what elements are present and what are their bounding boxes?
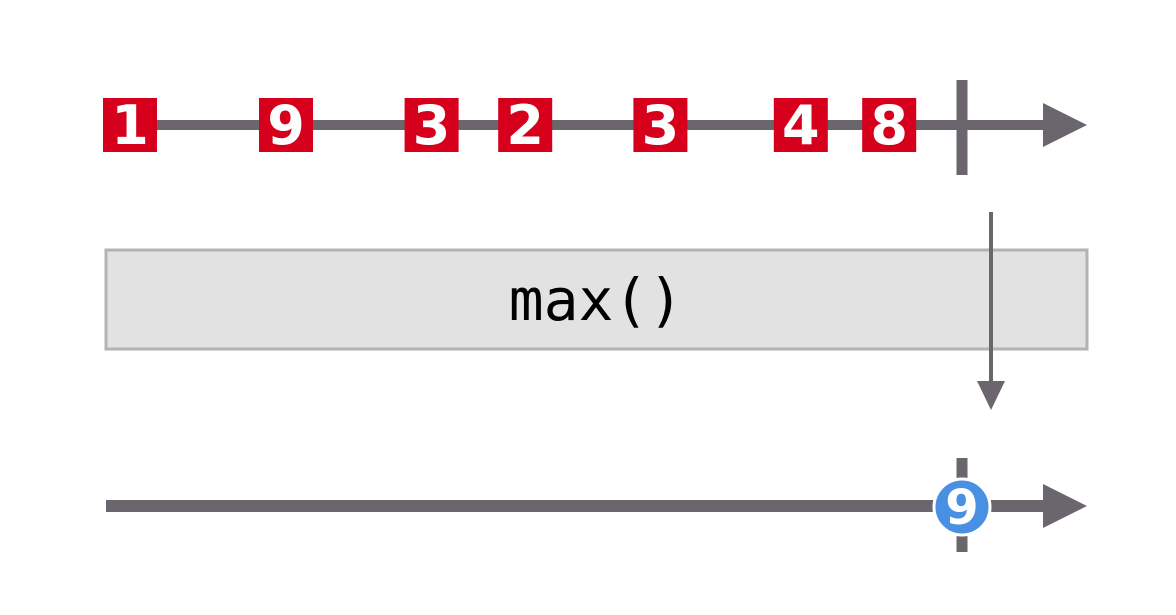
input-item: 8 [862, 94, 917, 157]
operator: max() [104, 248, 1089, 351]
input-item-label: 3 [413, 94, 451, 157]
output-item-circle [932, 477, 992, 537]
output-item: 9 [932, 477, 992, 537]
input-item-box [404, 98, 459, 152]
output-items: 9 [932, 477, 992, 537]
input-item: 3 [404, 94, 459, 157]
input-item: 4 [773, 94, 828, 157]
input-item-box [773, 98, 828, 152]
input-item-label: 8 [870, 94, 908, 157]
input-item-box [633, 98, 688, 152]
emission-arrowhead [977, 381, 1005, 410]
emission-arrow [977, 212, 1005, 410]
input-item-box [498, 98, 553, 152]
operator-label: max() [509, 266, 684, 334]
output-timeline-arrowhead [1043, 484, 1087, 528]
input-item-box [862, 98, 917, 152]
input-item: 9 [259, 94, 313, 157]
input-timeline-arrowhead [1043, 103, 1087, 147]
operator-box [104, 248, 1089, 351]
input-item-box [103, 98, 157, 152]
input-item-label: 1 [111, 94, 149, 157]
input-item-label: 3 [642, 94, 680, 157]
input-item: 1 [103, 94, 157, 157]
input-item-label: 9 [267, 94, 305, 157]
input-item-label: 2 [506, 94, 544, 157]
output-item-label: 9 [945, 480, 978, 536]
input-item-box [259, 98, 313, 152]
output-stream: 9 [106, 458, 1087, 552]
input-item: 2 [498, 94, 553, 157]
input-item: 3 [633, 94, 688, 157]
input-item-label: 4 [782, 94, 820, 157]
